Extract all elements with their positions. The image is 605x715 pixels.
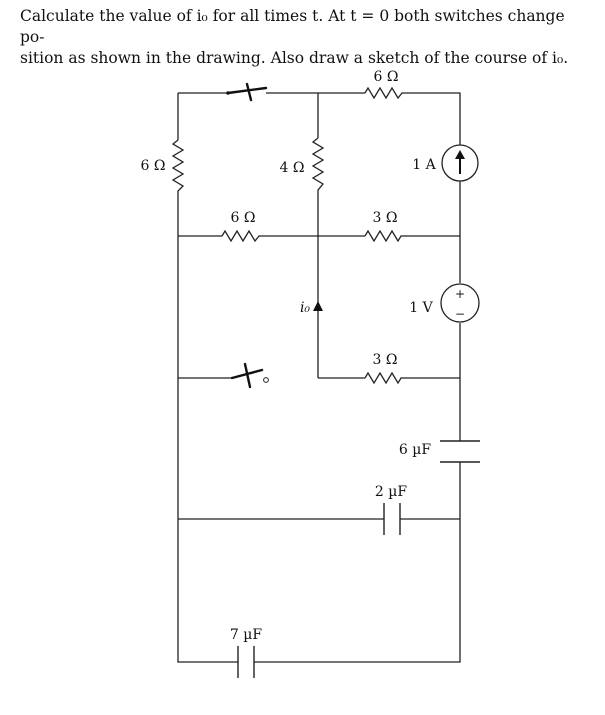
label-r-top: 6 Ω	[374, 69, 399, 85]
wire-left	[177, 93, 238, 663]
problem-line-2: sition as shown in the drawing. Also dra…	[20, 49, 569, 67]
voltage-source	[440, 283, 480, 323]
resistor-mid-right-3ohm	[364, 229, 404, 243]
label-c-6uf: 6 µF	[399, 442, 431, 458]
problem-statement: Calculate the value of i₀ for all times …	[20, 6, 590, 69]
resistor-top-6ohm	[364, 86, 405, 100]
switch-icon	[226, 82, 268, 102]
capacitor-6uf	[440, 436, 480, 467]
wire-bottom-right	[254, 467, 461, 663]
label-current-source: 1 A	[412, 157, 436, 173]
label-r-lower-right: 3 Ω	[373, 352, 398, 368]
label-voltage-source: 1 V	[409, 300, 433, 316]
capacitor-2uf	[383, 503, 401, 535]
label-r-mid-left: 6 Ω	[231, 210, 256, 226]
resistor-left-6ohm	[171, 139, 185, 195]
label-io: i₀	[300, 300, 310, 316]
problem-line-1: Calculate the value of i₀ for all times …	[20, 7, 565, 46]
resistor-mid-left-6ohm	[221, 229, 262, 243]
switch-icon	[230, 362, 269, 389]
label-r-mid-vertical: 4 Ω	[280, 160, 305, 176]
label-r-left: 6 Ω	[141, 158, 166, 174]
label-c-2uf: 2 µF	[375, 484, 407, 500]
capacitor-7uf	[237, 646, 255, 678]
resistor-lower-right-3ohm	[364, 371, 404, 385]
voltage-minus: −	[455, 307, 465, 321]
voltage-plus: +	[455, 287, 465, 301]
wire-top	[178, 92, 461, 145]
label-c-7uf: 7 µF	[230, 627, 262, 643]
io-arrow	[313, 301, 323, 311]
label-r-mid-right: 3 Ω	[373, 210, 398, 226]
arrow-up-icon	[455, 150, 465, 174]
resistor-mid-4ohm	[311, 137, 325, 196]
